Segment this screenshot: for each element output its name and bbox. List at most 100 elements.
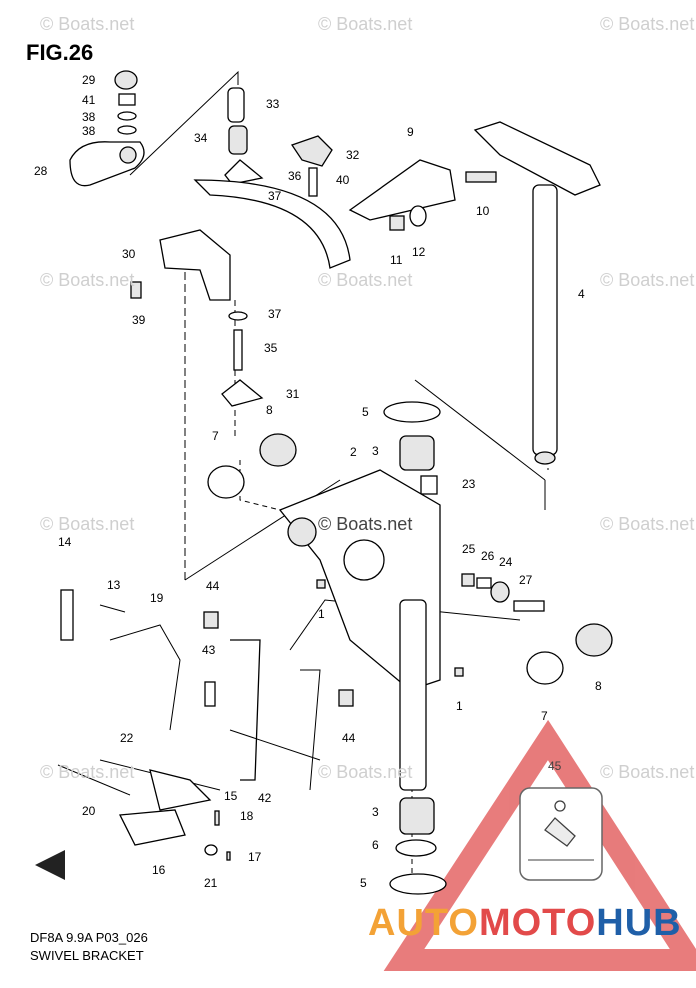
watermark-4: © Boats.net <box>40 270 135 290</box>
callout-3: 3 <box>372 805 379 819</box>
watermark-10: © Boats.net <box>40 762 135 782</box>
washer-12 <box>409 205 427 227</box>
spring-26 <box>476 577 492 589</box>
callout-4: 4 <box>578 287 585 301</box>
callout-28: 28 <box>34 164 48 178</box>
lever-19 <box>109 624 181 731</box>
bolt-40 <box>308 167 318 197</box>
grease-nipple-1b <box>454 667 464 677</box>
bushing-7a <box>207 465 245 499</box>
pin-25 <box>461 573 475 587</box>
callout-37: 37 <box>268 189 282 203</box>
callout-1: 1 <box>318 607 325 621</box>
callout-8: 8 <box>595 679 602 693</box>
grease-nipple-1a <box>316 579 326 589</box>
washer-5a <box>383 401 441 423</box>
callout-12: 12 <box>412 245 426 259</box>
spacer-23 <box>420 475 438 495</box>
figure-name: SWIVEL BRACKET <box>30 948 144 963</box>
brand-part-3: HUB <box>596 902 682 944</box>
steering-bracket-4 <box>473 121 601 465</box>
callout-43: 43 <box>202 643 216 657</box>
callout-7: 7 <box>212 429 219 443</box>
knob-24 <box>490 581 510 603</box>
callout-3: 3 <box>372 444 379 458</box>
svg-text:45: 45 <box>548 759 562 773</box>
cap-nut-29 <box>114 70 138 90</box>
model-code: DF8A 9.9A P03_026 <box>30 930 148 945</box>
washer-38a <box>117 111 137 121</box>
callout-38: 38 <box>82 124 96 138</box>
callout-10: 10 <box>476 204 490 218</box>
callout-23: 23 <box>462 477 476 491</box>
callout-25: 25 <box>462 542 476 556</box>
callout-32: 32 <box>346 148 360 162</box>
callout-42: 42 <box>258 791 272 805</box>
spring-14 <box>60 589 74 641</box>
callout-1: 1 <box>456 699 463 713</box>
brand-part-1: AUTO <box>368 902 479 944</box>
washer-6 <box>395 839 437 857</box>
callout-11: 11 <box>390 253 403 267</box>
watermark-6: © Boats.net <box>600 270 695 290</box>
callout-38: 38 <box>82 110 96 124</box>
pin-17 <box>226 851 231 861</box>
callout-41: 41 <box>82 93 96 107</box>
callout-24: 24 <box>499 555 513 569</box>
pin-13 <box>99 604 126 613</box>
callout-36: 36 <box>288 169 302 183</box>
watermark-7: © Boats.net <box>40 514 135 534</box>
callout-27: 27 <box>519 573 533 587</box>
bolt-44a <box>203 611 219 629</box>
nut-11 <box>389 215 405 231</box>
washer-5b <box>389 873 447 895</box>
rod-20 <box>57 764 131 796</box>
callout-22: 22 <box>120 731 134 745</box>
pin-35 <box>233 329 243 371</box>
bolt-39 <box>130 281 142 299</box>
callout-44: 44 <box>342 731 356 745</box>
callout-44: 44 <box>206 579 220 593</box>
callout-5: 5 <box>362 405 369 419</box>
washer-38b <box>117 125 137 135</box>
swivel-bracket-2 <box>278 469 441 791</box>
callout-17: 17 <box>248 850 262 864</box>
washer-37b <box>228 311 248 321</box>
pin-18 <box>214 810 220 826</box>
brand-triangle-logo: 45 <box>383 719 696 971</box>
callout-21: 21 <box>204 876 218 890</box>
bracket-16 <box>118 809 186 846</box>
watermark-3: © Boats.net <box>600 14 695 34</box>
plate-36 <box>224 159 264 185</box>
spring-10 <box>465 171 497 183</box>
callout-39: 39 <box>132 313 146 327</box>
callout-30: 30 <box>122 247 136 261</box>
tilt-rod-42 <box>229 639 321 791</box>
forward-arrow-icon <box>35 850 65 880</box>
clamp-32 <box>290 135 333 167</box>
watermark-5: © Boats.net <box>318 270 413 290</box>
brand-logo-text: AUTOMOTOHUB <box>368 902 682 945</box>
lever-15 <box>149 769 212 811</box>
callout-35: 35 <box>264 341 278 355</box>
nut-41 <box>118 93 136 106</box>
bracket-9 <box>348 159 456 221</box>
watermark-11: © Boats.net <box>318 762 413 782</box>
callout-20: 20 <box>82 804 96 818</box>
bushing-3b <box>399 797 435 835</box>
callout-40: 40 <box>336 173 350 187</box>
handle-bracket-30 <box>159 179 351 301</box>
callout-5: 5 <box>360 876 367 890</box>
collar-34 <box>228 125 248 155</box>
assembly-lines <box>129 70 549 880</box>
bushing-7b <box>526 651 564 685</box>
callout-9: 9 <box>407 125 414 139</box>
callout-15: 15 <box>224 789 238 803</box>
callout-31: 31 <box>286 387 300 401</box>
callout-6: 6 <box>372 838 379 852</box>
callout-8: 8 <box>266 403 273 417</box>
bolt-27 <box>513 600 545 612</box>
watermark-12: © Boats.net <box>600 762 695 782</box>
callout-37: 37 <box>268 307 282 321</box>
